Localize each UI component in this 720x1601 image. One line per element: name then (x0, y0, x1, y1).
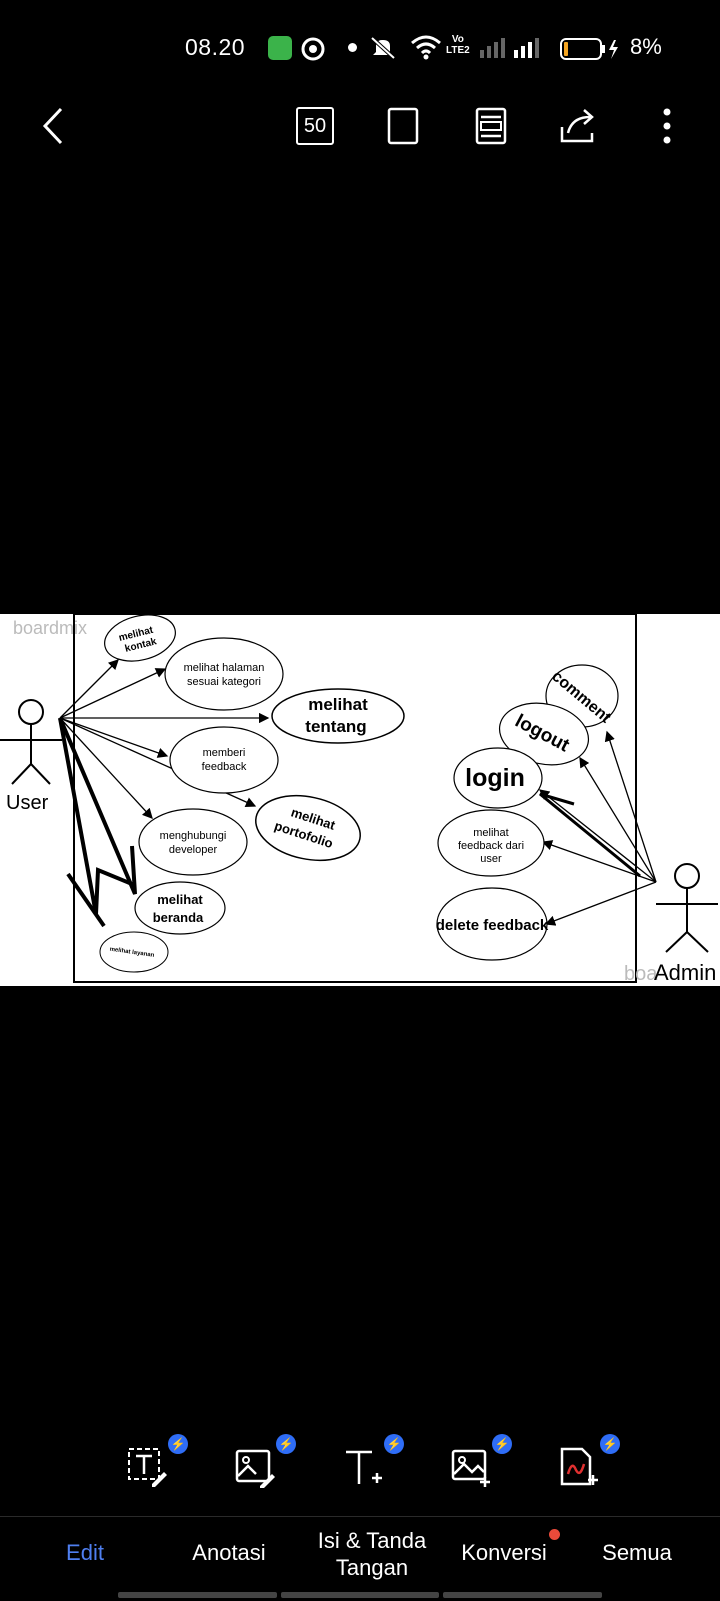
premium-bolt-icon: ⚡ (276, 1434, 296, 1454)
svg-text:melihat: melihat (308, 695, 368, 714)
page-count-icon: 50 (296, 107, 334, 145)
wifi-icon (411, 35, 441, 60)
tab-edit-label: Edit (66, 1539, 104, 1565)
svg-text:login: login (465, 764, 525, 792)
watermark-right: boa (624, 963, 658, 985)
add-image-tool[interactable]: ⚡ (444, 1434, 512, 1494)
admin-actor-label: Admin (654, 960, 716, 985)
tab-anotasi-label: Anotasi (192, 1539, 266, 1565)
reading-mode-icon (475, 107, 507, 145)
back-arrow-icon (42, 107, 63, 145)
tab-konversi[interactable]: Konversi (448, 1517, 560, 1587)
notification-dot (549, 1529, 560, 1540)
svg-text:feedback: feedback (202, 761, 247, 773)
status-time: 08.20 (185, 34, 246, 60)
watermark-left: boardmix (13, 618, 88, 638)
premium-bolt-icon: ⚡ (384, 1434, 404, 1454)
reading-mode-button[interactable] (470, 96, 512, 156)
svg-text:tentang: tentang (305, 717, 366, 736)
add-text-tool[interactable]: ⚡ (336, 1434, 404, 1494)
share-button[interactable] (556, 96, 600, 156)
admin-heavy-stroke (539, 792, 641, 878)
edit-text-icon (128, 1448, 167, 1487)
volte-top: Vo (451, 34, 464, 45)
svg-text:melihat: melihat (157, 892, 203, 907)
bottom-tab-bar: Edit Anotasi Isi & Tanda Tangan Konversi… (0, 1516, 720, 1601)
tab-anotasi[interactable]: Anotasi (170, 1517, 288, 1587)
signal-sim2-icon (514, 38, 539, 58)
app-notification-icon (268, 36, 292, 60)
gesture-navigation-bar (118, 1592, 603, 1598)
more-menu-button[interactable] (652, 96, 682, 156)
usecase-melihat-kontak: melihat kontak (104, 614, 176, 662)
battery-icon (560, 38, 618, 60)
user-actor-label: User (6, 792, 49, 814)
usecase-menghubungi-developer: menghubungi developer (138, 808, 248, 876)
tab-isi-label-1: Isi & Tanda (317, 1528, 427, 1553)
edit-image-icon (235, 1449, 275, 1488)
mute-icon (370, 36, 396, 60)
use-case-diagram: User boa Admin (0, 614, 718, 985)
document-page[interactable]: boardmix User boa Admin (0, 614, 720, 986)
tab-edit[interactable]: Edit (40, 1517, 130, 1587)
svg-text:melihat: melihat (473, 827, 508, 839)
tab-isi-label-2: Tangan (335, 1555, 409, 1580)
status-bar: 08.20 Vo LTE2 8% (0, 0, 720, 96)
edit-tools-row: ⚡ ⚡ ⚡ ⚡ ⚡ (0, 1434, 720, 1520)
usecase-melihat-layanan: melihat layanan (99, 931, 169, 973)
add-image-icon (451, 1449, 490, 1487)
svg-text:beranda: beranda (153, 910, 204, 925)
tab-semua-label: Semua (602, 1539, 672, 1565)
fullscreen-button[interactable] (382, 96, 424, 156)
svg-text:delete feedback: delete feedback (436, 917, 549, 934)
svg-text:memberi: memberi (203, 747, 246, 759)
usecase-melihat-tentang: melihat tentang (271, 688, 405, 744)
usecase-melihat-portofolio: melihat portofolio (255, 794, 361, 862)
svg-text:user: user (480, 853, 502, 865)
user-actor (0, 699, 62, 785)
edit-text-tool[interactable]: ⚡ (120, 1434, 188, 1494)
sync-icon (301, 37, 325, 61)
svg-text:feedback dari: feedback dari (458, 840, 524, 852)
volte-label: Vo LTE2 (446, 34, 470, 56)
page-count-label: 50 (303, 114, 327, 137)
usecase-delete-feedback: delete feedback (436, 887, 549, 961)
tab-isi-tanda-tangan[interactable]: Isi & Tanda Tangan (298, 1519, 446, 1589)
usecase-melihat-feedback-dari-user: melihat feedback dari user (437, 809, 545, 877)
usecase-memberi-feedback: memberi feedback (169, 726, 279, 794)
add-text-icon (346, 1450, 382, 1484)
battery-percent: 8% (630, 34, 662, 59)
svg-text:melihat halaman: melihat halaman (184, 662, 265, 674)
back-button[interactable] (30, 96, 74, 156)
usecase-melihat-halaman: melihat halaman sesuai kategori (164, 637, 284, 711)
premium-bolt-icon: ⚡ (168, 1434, 188, 1454)
svg-text:developer: developer (169, 844, 218, 856)
add-signature-tool[interactable]: ⚡ (552, 1434, 620, 1494)
svg-text:menghubungi: menghubungi (160, 830, 227, 842)
usecase-login: login (453, 747, 543, 809)
admin-actor (656, 863, 718, 953)
usecase-logout: logout (498, 702, 590, 766)
edit-image-tool[interactable]: ⚡ (228, 1434, 296, 1494)
volte-bottom: LTE2 (446, 45, 470, 56)
tab-semua[interactable]: Semua (582, 1517, 692, 1587)
tab-konversi-label: Konversi (461, 1539, 547, 1565)
share-icon (560, 109, 594, 143)
admin-associations (538, 730, 657, 926)
premium-bolt-icon: ⚡ (600, 1434, 620, 1454)
user-heavy-strokes (58, 717, 137, 928)
signal-sim1-icon (480, 38, 505, 58)
more-menu-icon (663, 108, 671, 144)
add-signature-icon (560, 1447, 598, 1486)
page-count-button[interactable]: 50 (294, 96, 336, 156)
fullscreen-icon (387, 107, 419, 145)
svg-text:sesuai kategori: sesuai kategori (187, 676, 261, 688)
premium-bolt-icon: ⚡ (492, 1434, 512, 1454)
dot-icon (348, 43, 357, 52)
top-toolbar: 50 (0, 96, 720, 176)
usecase-melihat-beranda: melihat beranda (134, 881, 226, 935)
